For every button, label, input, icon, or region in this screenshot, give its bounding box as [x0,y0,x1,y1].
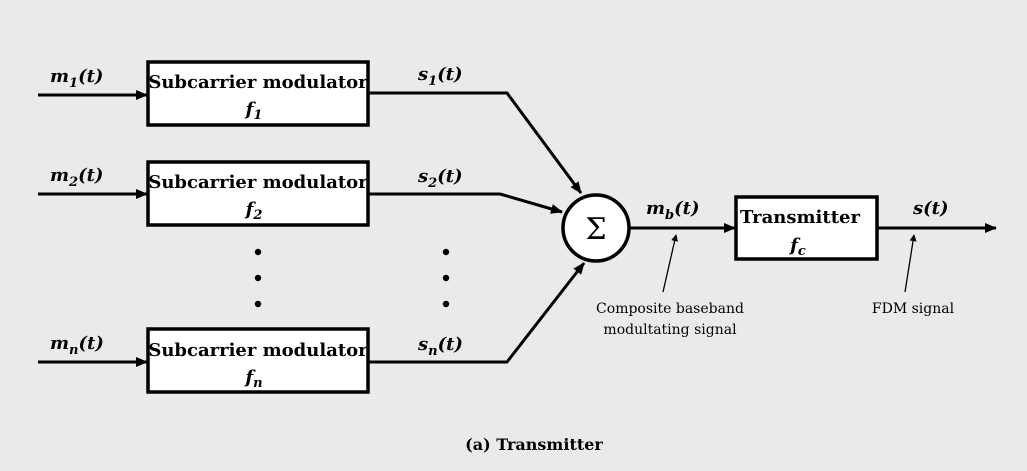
baseband-note-line-2: modultating signal [603,322,737,338]
ellipsis-dots-outputs [442,248,450,308]
figure-caption: (a) Transmitter [465,435,603,454]
transmitter-label: Transmitter [740,207,860,228]
output-signal-label: s(t) [912,198,949,219]
subcarrier-modulator-1: Subcarrier modulator f1 [146,60,370,127]
transmitter-block: Transmitter fc [734,195,879,261]
input-label-1: m1(t) [50,66,103,91]
output-label-n: sn(t) [417,334,463,359]
modulator-n-label: Subcarrier modulator [148,340,368,361]
input-label-n: mn(t) [50,333,104,358]
summing-junction: Σ [561,193,631,263]
baseband-note-line-1: Composite baseband [596,301,744,317]
subcarrier-modulator-2: Subcarrier modulator f2 [146,160,370,227]
baseband-label: mb(t) [646,198,700,223]
output-wire-n [368,262,586,364]
fdm-note: FDM signal [872,301,955,317]
ellipsis-dots-modulators [254,248,262,308]
output-wire-1 [368,91,583,194]
fdm-pointer [904,234,917,293]
subcarrier-modulator-n: Subcarrier modulator fn [146,327,370,394]
modulator-1-label: Subcarrier modulator [148,72,368,93]
modulator-2-label: Subcarrier modulator [148,172,368,193]
input-label-2: m2(t) [50,165,103,190]
modulator-1-freq: f1 [244,99,263,123]
sigma-symbol: Σ [585,212,606,247]
baseband-pointer [662,234,679,293]
output-label-2: s2(t) [417,166,463,191]
output-label-1: s1(t) [417,64,463,89]
output-wire-2 [368,192,563,214]
modulator-n-freq: fn [243,367,262,391]
modulator-2-freq: f2 [244,199,263,223]
transmitter-freq: fc [788,235,806,259]
